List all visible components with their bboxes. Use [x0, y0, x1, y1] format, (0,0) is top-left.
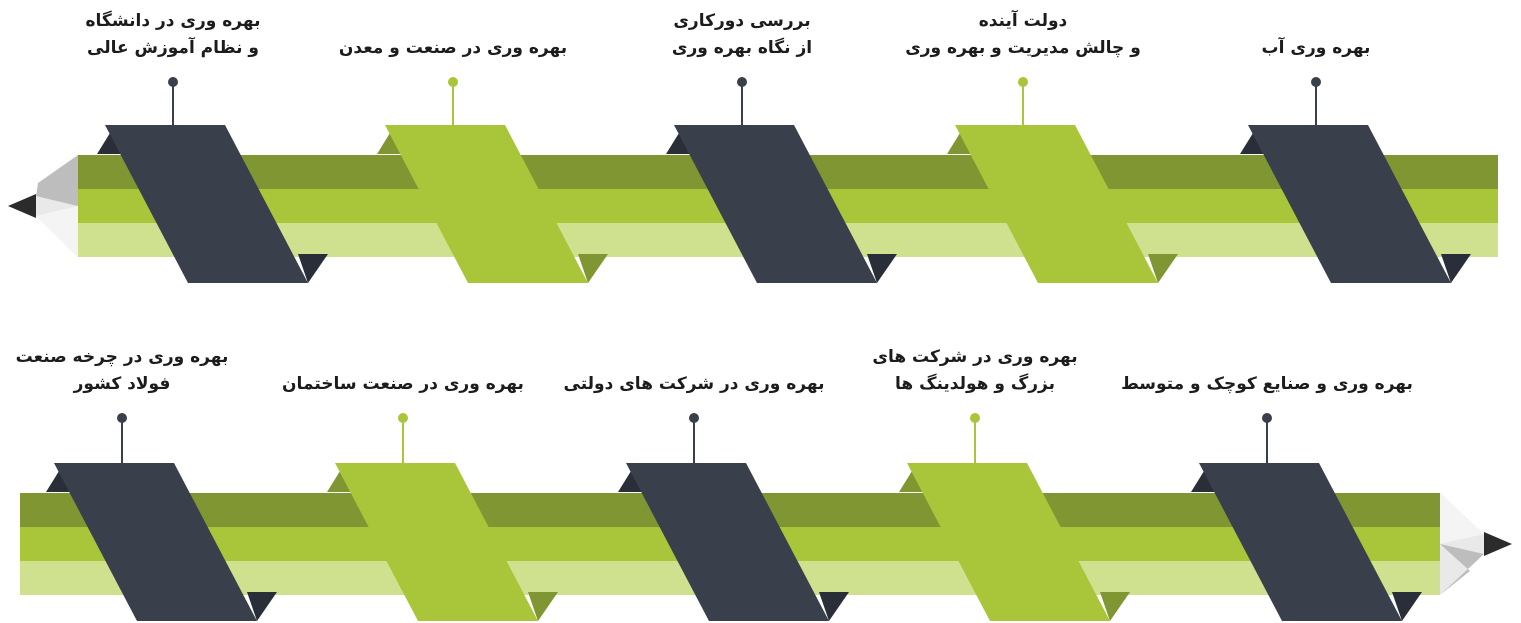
ribbon-wrap: [377, 125, 608, 283]
topic-label: بهره وری در دانشگاه و نظام آموزش عالی: [23, 8, 323, 62]
topic-label: بهره وری در شرکت های بزرگ و هولدینگ ها: [825, 344, 1125, 398]
topic-label-line: و نظام آموزش عالی: [87, 38, 259, 58]
ribbon-wrap: [899, 463, 1130, 621]
ribbon-fold-bottom: [1148, 254, 1178, 283]
topic-label-line: و چالش مدیریت و بهره وری: [905, 38, 1141, 58]
ribbon-band: [674, 125, 877, 283]
ribbon-band: [626, 463, 829, 621]
ribbon-fold-bottom: [867, 254, 897, 283]
topic-label-line: فولاد کشور: [73, 374, 171, 394]
ribbon-fold-bottom: [578, 254, 608, 283]
topic-label: بررسی دورکاری از نگاه بهره وری: [592, 8, 892, 62]
ribbon-wrap: [46, 463, 277, 621]
topic-label-line: بزرگ و هولدینگ ها: [894, 374, 1056, 394]
ribbon-fold-bottom: [298, 254, 328, 283]
ribbon-wrap: [618, 463, 849, 621]
topic-label: دولت آینده و چالش مدیریت و بهره وری: [873, 8, 1173, 62]
topic-label-line: بهره وری و صنایع کوچک و متوسط: [1121, 374, 1413, 394]
pin-dot: [1018, 77, 1028, 87]
ribbon-band: [54, 463, 257, 621]
ribbon-band: [105, 125, 308, 283]
ribbon-fold-bottom: [528, 592, 558, 621]
pencil-lead: [1484, 532, 1512, 556]
ribbon-wrap: [947, 125, 1178, 283]
ribbon-fold-bottom: [819, 592, 849, 621]
topic-label-line: از نگاه بهره وری: [671, 38, 813, 58]
ribbon-band: [335, 463, 538, 621]
topic-label: بهره وری در شرکت های دولتی: [544, 371, 844, 398]
ribbon-fold-bottom: [1441, 254, 1471, 283]
pin-marker: [970, 413, 980, 463]
pin-marker: [168, 77, 178, 125]
topic-label: بهره وری در صنعت ساختمان: [253, 371, 553, 398]
pin-marker: [1311, 77, 1321, 125]
ribbon-fold-bottom: [247, 592, 277, 621]
topic-label: بهره وری در چرخه صنعت فولاد کشور: [0, 344, 272, 398]
topic-label-line: بهره وری در صنعت و معدن: [338, 38, 568, 58]
pin-marker: [1018, 77, 1028, 125]
ribbon-fold-bottom: [1392, 592, 1422, 621]
pin-dot: [970, 413, 980, 423]
topic-label-line: بهره وری آب: [1261, 38, 1371, 58]
pin-dot: [1311, 77, 1321, 87]
topic-label-line: بررسی دورکاری: [673, 11, 811, 31]
topic-label-line: بهره وری در صنعت ساختمان: [282, 374, 524, 394]
pencil-lead: [8, 194, 36, 218]
ribbon-band: [907, 463, 1110, 621]
ribbon-fold-bottom: [1100, 592, 1130, 621]
pin-marker: [689, 413, 699, 463]
ribbon-band: [1248, 125, 1451, 283]
pencil-wood-shade: [36, 155, 78, 206]
pin-marker: [448, 77, 458, 125]
pin-dot: [168, 77, 178, 87]
topic-label-line: بهره وری در شرکت های: [872, 347, 1078, 367]
ribbon-band: [955, 125, 1158, 283]
pencil-wood-light: [1440, 493, 1484, 544]
pencil-wood-shade: [1440, 544, 1484, 595]
topic-label-line: بهره وری در دانشگاه: [85, 11, 261, 31]
pencil-tip: [8, 155, 78, 257]
pin-dot: [448, 77, 458, 87]
ribbon-wrap: [327, 463, 558, 621]
ribbon-band: [385, 125, 588, 283]
pin-marker: [1262, 413, 1272, 463]
pencil-tip: [1440, 493, 1512, 595]
topic-label: بهره وری در صنعت و معدن: [303, 35, 603, 62]
ribbon-band: [1199, 463, 1402, 621]
topic-label: بهره وری و صنایع کوچک و متوسط: [1117, 371, 1417, 398]
ribbon-wrap: [666, 125, 897, 283]
pin-marker: [398, 413, 408, 463]
topic-label-line: دولت آینده: [978, 11, 1068, 31]
pencil-wood-light: [36, 206, 78, 257]
pin-dot: [398, 413, 408, 423]
topic-label-line: بهره وری در چرخه صنعت: [15, 347, 229, 367]
pin-marker: [117, 413, 127, 463]
topic-label-line: بهره وری در شرکت های دولتی: [563, 374, 825, 394]
ribbon-wrap: [97, 125, 328, 283]
ribbon-wrap: [1191, 463, 1422, 621]
pin-dot: [689, 413, 699, 423]
topic-label: بهره وری آب: [1166, 35, 1466, 62]
pin-dot: [737, 77, 747, 87]
pin-dot: [117, 413, 127, 423]
pin-dot: [1262, 413, 1272, 423]
pin-marker: [737, 77, 747, 125]
ribbon-wrap: [1240, 125, 1471, 283]
